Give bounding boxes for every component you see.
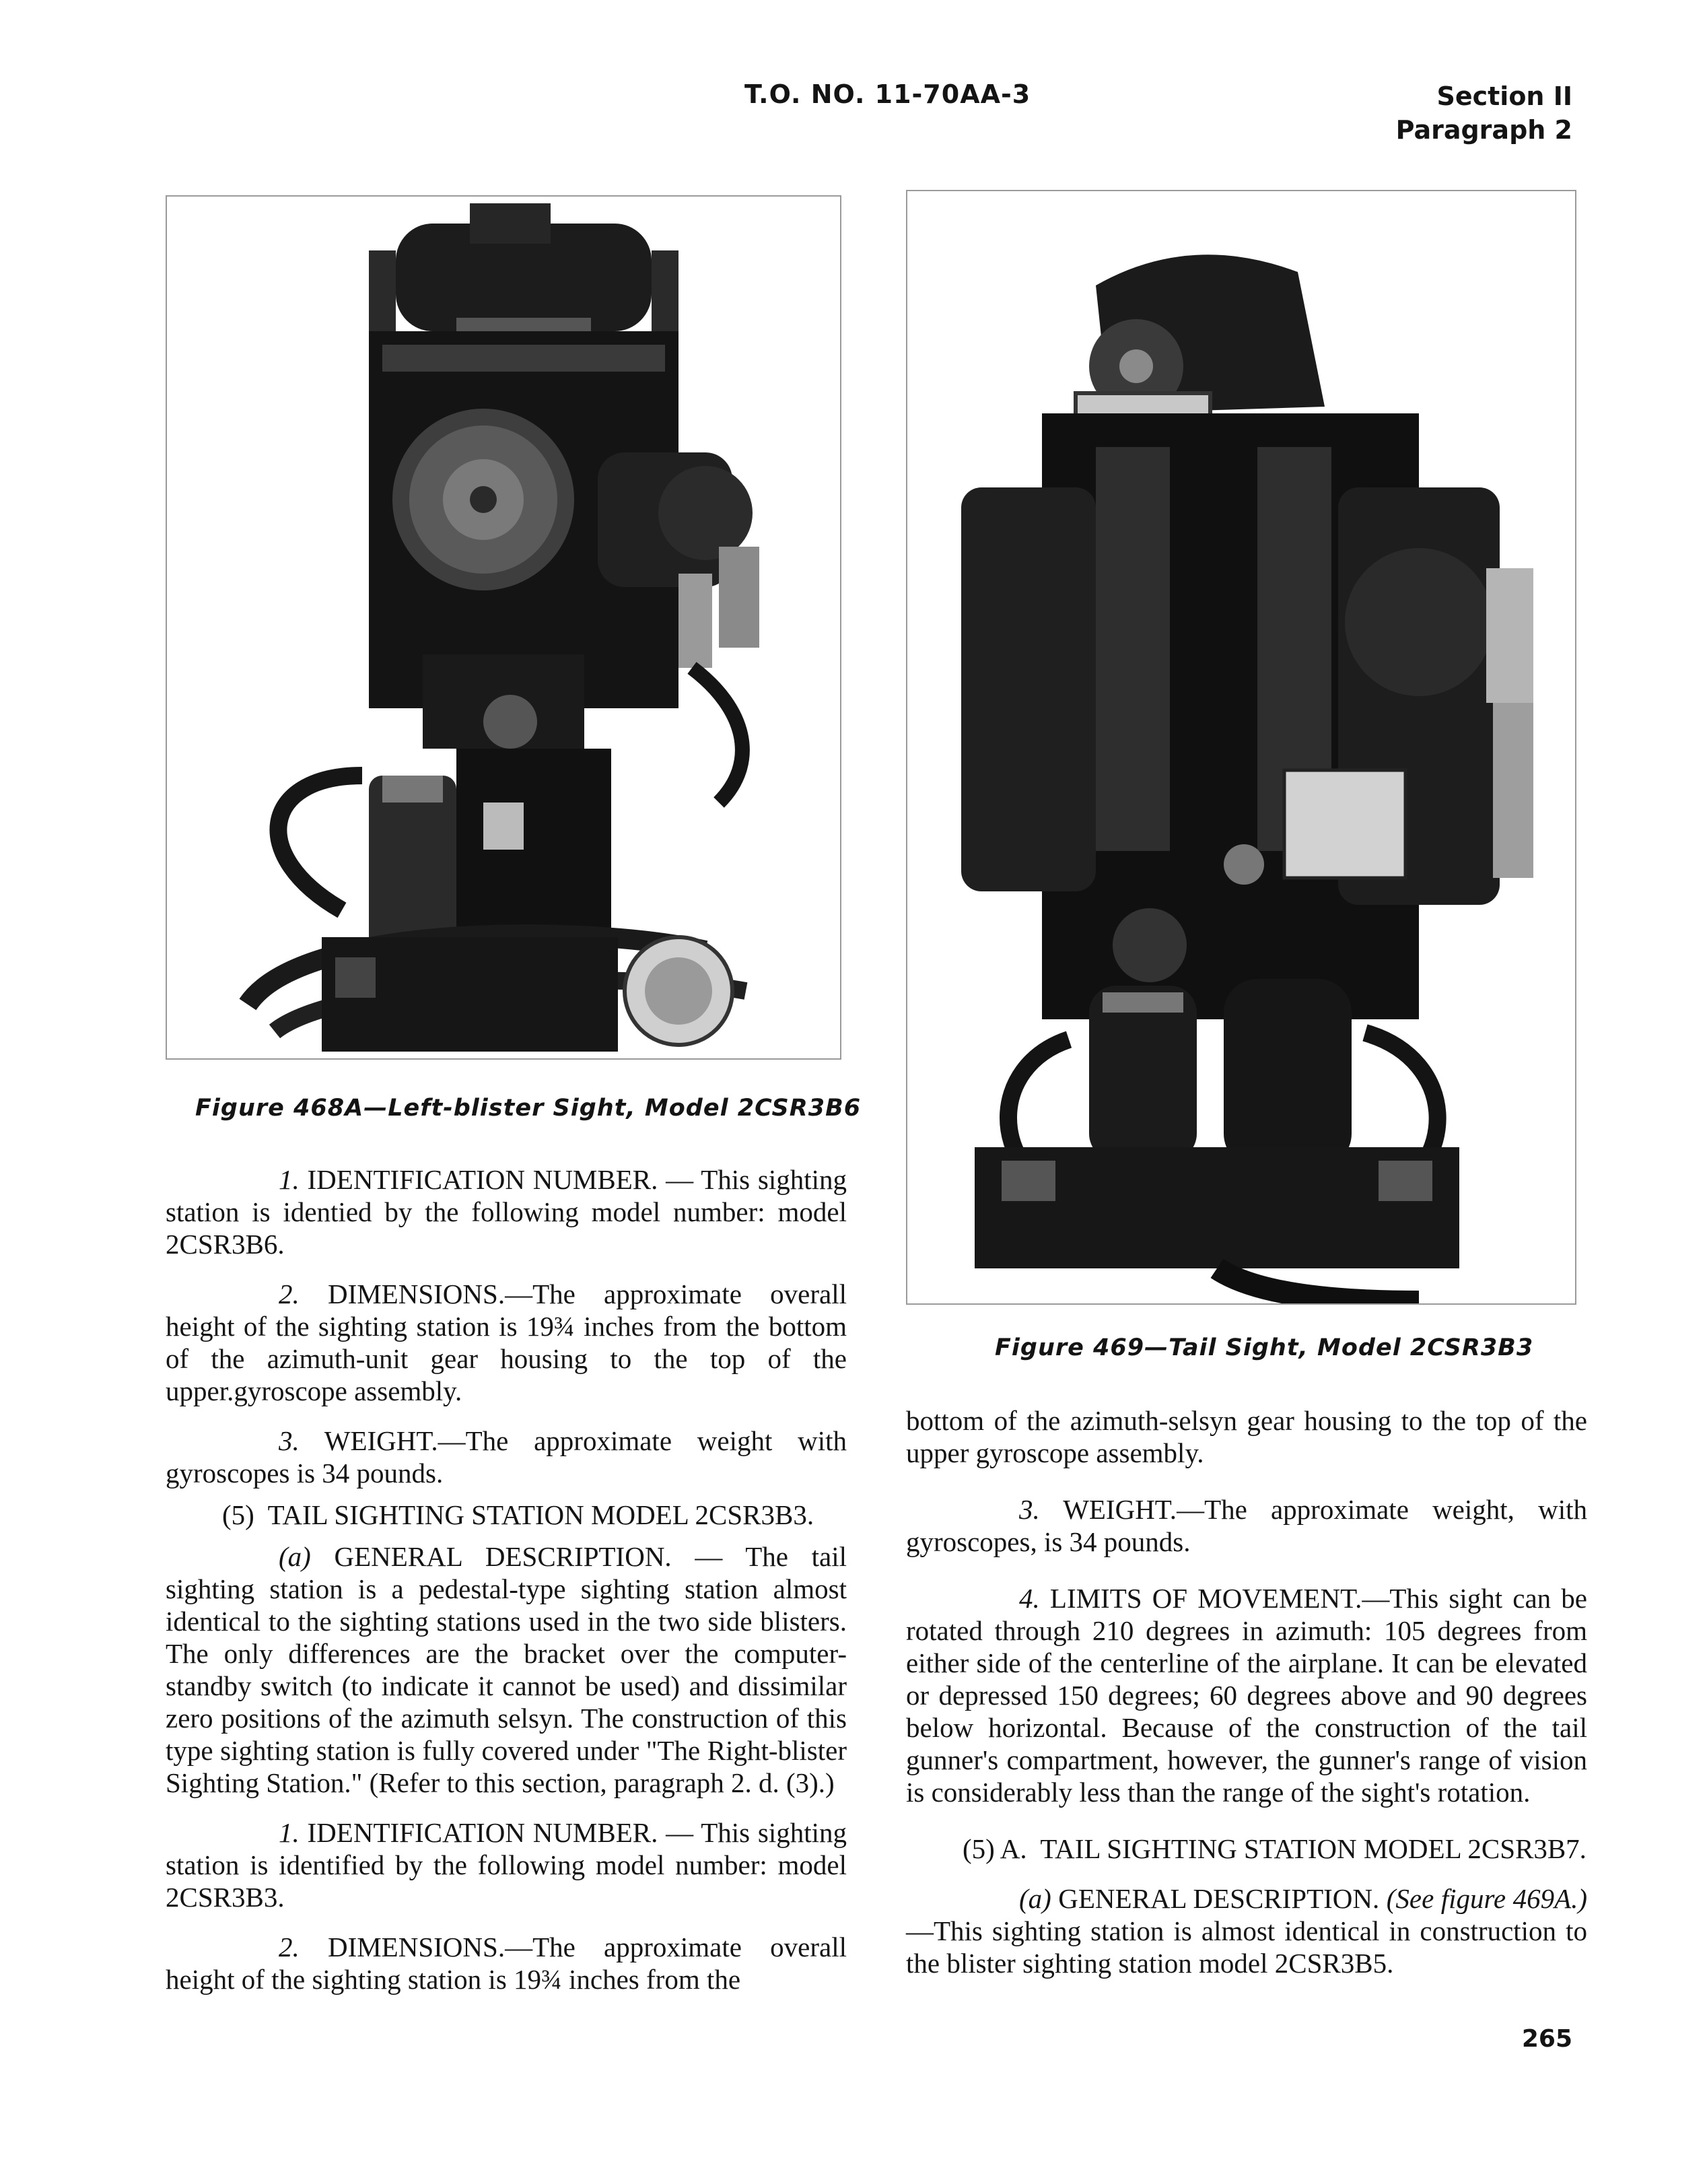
item-title: GENERAL DESCRIPTION.	[334, 1541, 672, 1572]
figure-469-photo	[906, 190, 1576, 1305]
right-text-column: bottom of the azimuth-selsyn gear housin…	[906, 1404, 1587, 1979]
figure-469-caption: Figure 469—Tail Sight, Model 2CSR3B3	[995, 1334, 1534, 1361]
heading-tail-sighting-station-2csr3b7: (5) A. TAIL SIGHTING STATION MODEL 2CSR3…	[963, 1833, 1587, 1865]
item-title: WEIGHT.	[324, 1425, 438, 1456]
paragraph-general-description-2: (a) GENERAL DESCRIPTION. (See figure 469…	[906, 1882, 1587, 1979]
paragraph-dimensions-2: 2. DIMENSIONS.—The approximate overall h…	[166, 1931, 847, 1995]
heading-number: (5) A.	[963, 1833, 1027, 1864]
heading-number: (5)	[222, 1499, 254, 1530]
item-number: 1.	[279, 1164, 300, 1195]
tail-sight-illustration	[907, 191, 1575, 1303]
item-text: —The approximate overall height of the s…	[166, 1278, 847, 1406]
section-reference: Section II Paragraph 2	[1396, 79, 1572, 147]
item-text: —The approximate weight, with gyroscopes…	[906, 1494, 1587, 1557]
item-title: DIMENSIONS.	[327, 1278, 506, 1309]
paragraph-weight-2: 3. WEIGHT.—The approximate weight, with …	[906, 1493, 1587, 1558]
item-text: —The approximate overall height of the s…	[166, 1932, 847, 1995]
heading-tail-sighting-station-2csr3b3: (5) TAIL SIGHTING STATION MODEL 2CSR3B3.	[222, 1499, 847, 1531]
figure-468a-caption: Figure 468A—Left-blister Sight, Model 2C…	[195, 1095, 862, 1122]
figure-468a-photo	[166, 195, 841, 1060]
item-text: — This sighting station is identified by…	[166, 1817, 847, 1913]
page-number: 265	[1521, 2025, 1572, 2053]
paragraph-identification-number-2: 1. IDENTIFICATION NUMBER. — This sightin…	[166, 1816, 847, 1913]
item-title: IDENTIFICATION NUMBER.	[307, 1817, 658, 1848]
section-label: Section II	[1436, 81, 1572, 111]
item-number: 2.	[279, 1932, 300, 1963]
item-text: —This sighting station is almost identic…	[906, 1915, 1587, 1979]
left-blister-sight-illustration	[167, 197, 840, 1058]
item-text: —The approximate weight with gyroscopes …	[166, 1425, 847, 1489]
item-text: —This sight can be rotated through 210 d…	[906, 1583, 1587, 1808]
paragraph-label: Paragraph 2	[1395, 115, 1572, 145]
item-text: — The tail sighting station is a pedesta…	[166, 1541, 847, 1798]
paragraph-weight: 3. WEIGHT.—The approximate weight with g…	[166, 1425, 847, 1489]
figure-reference: (See figure 469A.)	[1386, 1883, 1588, 1914]
item-title: IDENTIFICATION NUMBER.	[307, 1164, 658, 1195]
item-number: 2.	[279, 1278, 300, 1309]
item-number: 1.	[279, 1817, 300, 1848]
item-number: 4.	[1019, 1583, 1040, 1614]
item-text: — This sighting station is identied by t…	[166, 1164, 847, 1260]
paragraph-identification-number: 1. IDENTIFICATION NUMBER. — This sightin…	[166, 1163, 847, 1260]
item-number: (a)	[279, 1541, 311, 1572]
paragraph-limits-of-movement: 4. LIMITS OF MOVEMENT.—This sight can be…	[906, 1582, 1587, 1808]
item-number: (a)	[1019, 1883, 1051, 1914]
item-number: 3.	[279, 1425, 300, 1456]
heading-text: TAIL SIGHTING STATION MODEL 2CSR3B3.	[267, 1499, 814, 1530]
paragraph-dimensions: 2. DIMENSIONS.—The approximate overall h…	[166, 1278, 847, 1407]
item-title: LIMITS OF MOVEMENT.	[1049, 1583, 1362, 1614]
heading-text: TAIL SIGHTING STATION MODEL 2CSR3B7.	[1040, 1833, 1587, 1864]
item-title: WEIGHT.	[1063, 1494, 1177, 1525]
item-title: GENERAL DESCRIPTION.	[1058, 1883, 1380, 1914]
item-title: DIMENSIONS.	[327, 1932, 506, 1963]
paragraph-general-description: (a) GENERAL DESCRIPTION. — The tail sigh…	[166, 1540, 847, 1799]
paragraph-dimensions-continued: bottom of the azimuth-selsyn gear housin…	[906, 1405, 1587, 1468]
item-number: 3.	[1019, 1494, 1040, 1525]
left-text-column: 1. IDENTIFICATION NUMBER. — This sightin…	[166, 1163, 847, 1995]
technical-order-number: T.O. NO. 11-70AA-3	[744, 79, 1031, 109]
